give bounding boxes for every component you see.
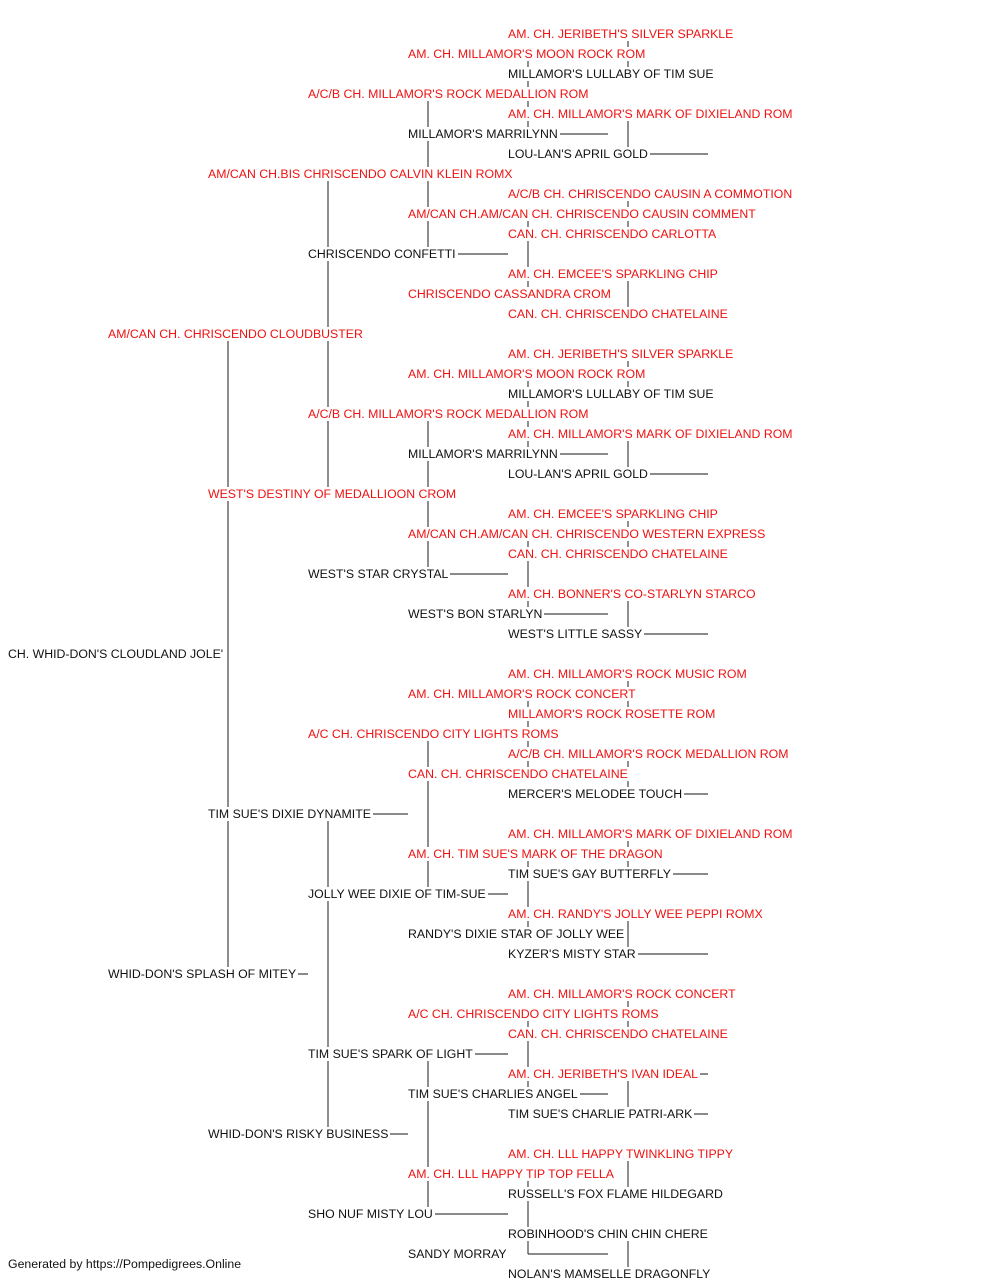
ancestor-name-gen5: A/C/B CH. MILLAMOR'S ROCK MEDALLION ROM (508, 747, 791, 761)
ancestor-name-gen5: LOU-LAN'S APRIL GOLD (508, 147, 650, 161)
ancestor-name-gen5: CAN. CH. CHRISCENDO CHATELAINE (508, 307, 730, 321)
ancestor-name-gen5: AM. CH. EMCEE'S SPARKLING CHIP (508, 267, 720, 281)
ancestor-name-gen1: WHID-DON'S SPLASH OF MITEY (108, 967, 299, 981)
ancestor-name-gen5: AM. CH. MILLAMOR'S MARK OF DIXIELAND ROM (508, 827, 795, 841)
ancestor-name-gen5: RUSSELL'S FOX FLAME HILDEGARD (508, 1187, 725, 1201)
ancestor-name-gen2: AM/CAN CH.BIS CHRISCENDO CALVIN KLEIN RO… (208, 167, 515, 181)
ancestor-name-gen5: MILLAMOR'S LULLABY OF TIM SUE (508, 387, 716, 401)
ancestor-name-gen4: AM/CAN CH.AM/CAN CH. CHRISCENDO CAUSIN C… (408, 207, 758, 221)
ancestor-name-gen5: CAN. CH. CHRISCENDO CHATELAINE (508, 547, 730, 561)
ancestor-name-gen5: AM. CH. MILLAMOR'S MARK OF DIXIELAND ROM (508, 107, 795, 121)
ancestor-name-gen4: AM. CH. LLL HAPPY TIP TOP FELLA (408, 1167, 616, 1181)
ancestor-name-gen2: WEST'S DESTINY OF MEDALLIOON CROM (208, 487, 459, 501)
ancestor-name-gen5: AM. CH. EMCEE'S SPARKLING CHIP (508, 507, 720, 521)
ancestor-name-gen5: AM. CH. BONNER'S CO-STARLYN STARCO (508, 587, 758, 601)
ancestor-name-gen3: A/C/B CH. MILLAMOR'S ROCK MEDALLION ROM (308, 407, 591, 421)
ancestor-name-gen4: CAN. CH. CHRISCENDO CHATELAINE (408, 767, 630, 781)
ancestor-name-gen4: AM. CH. MILLAMOR'S MOON ROCK ROM (408, 47, 648, 61)
ancestor-name-gen5: MERCER'S MELODEE TOUCH (508, 787, 685, 801)
ancestor-name-gen5: CAN. CH. CHRISCENDO CARLOTTA (508, 227, 719, 241)
ancestor-name-gen5: TIM SUE'S CHARLIE PATRI-ARK (508, 1107, 695, 1121)
ancestor-name-gen3: CHRISCENDO CONFETTI (308, 247, 458, 261)
ancestor-name-gen4: TIM SUE'S CHARLIES ANGEL (408, 1087, 580, 1101)
ancestor-name-gen5: AM. CH. MILLAMOR'S ROCK CONCERT (508, 987, 738, 1001)
ancestor-name-gen4: AM/CAN CH.AM/CAN CH. CHRISCENDO WESTERN … (408, 527, 768, 541)
ancestor-name-gen4: CHRISCENDO CASSANDRA CROM (408, 287, 613, 301)
ancestor-name-gen5: MILLAMOR'S LULLABY OF TIM SUE (508, 67, 716, 81)
ancestor-name-gen5: AM. CH. RANDY'S JOLLY WEE PEPPI ROMX (508, 907, 765, 921)
ancestor-name-gen4: SANDY MORRAY (408, 1247, 509, 1261)
ancestor-name-gen5: WEST'S LITTLE SASSY (508, 627, 645, 641)
subject-dog-name: CH. WHID-DON'S CLOUDLAND JOLE' (8, 647, 226, 661)
ancestor-name-gen3: JOLLY WEE DIXIE OF TIM-SUE (308, 887, 488, 901)
ancestor-name-gen5: CAN. CH. CHRISCENDO CHATELAINE (508, 1027, 730, 1041)
ancestor-name-gen4: A/C CH. CHRISCENDO CITY LIGHTS ROMS (408, 1007, 661, 1021)
ancestor-name-gen4: AM. CH. MILLAMOR'S ROCK CONCERT (408, 687, 638, 701)
ancestor-name-gen1: AM/CAN CH. CHRISCENDO CLOUDBUSTER (108, 327, 365, 341)
ancestor-name-gen2: TIM SUE'S DIXIE DYNAMITE (208, 807, 373, 821)
ancestor-name-gen4: MILLAMOR'S MARRILYNN (408, 447, 560, 461)
generated-by-footer: Generated by https://Pompedigrees.Online (8, 1257, 242, 1271)
ancestor-name-gen4: AM. CH. TIM SUE'S MARK OF THE DRAGON (408, 847, 665, 861)
ancestor-name-gen5: KYZER'S MISTY STAR (508, 947, 638, 961)
ancestor-name-gen4: WEST'S BON STARLYN (408, 607, 545, 621)
ancestor-name-gen5: ROBINHOOD'S CHIN CHIN CHERE (508, 1227, 710, 1241)
ancestor-name-gen4: MILLAMOR'S MARRILYNN (408, 127, 560, 141)
ancestor-name-gen5: AM. CH. JERIBETH'S SILVER SPARKLE (508, 27, 736, 41)
ancestor-name-gen3: A/C/B CH. MILLAMOR'S ROCK MEDALLION ROM (308, 87, 591, 101)
ancestor-name-gen3: TIM SUE'S SPARK OF LIGHT (308, 1047, 475, 1061)
ancestor-name-gen4: RANDY'S DIXIE STAR OF JOLLY WEE (408, 927, 627, 941)
ancestor-name-gen5: AM. CH. MILLAMOR'S ROCK MUSIC ROM (508, 667, 749, 681)
ancestor-name-gen5: AM. CH. JERIBETH'S IVAN IDEAL (508, 1067, 701, 1081)
ancestor-name-gen3: SHO NUF MISTY LOU (308, 1207, 435, 1221)
ancestor-name-gen3: WEST'S STAR CRYSTAL (308, 567, 451, 581)
ancestor-name-gen5: LOU-LAN'S APRIL GOLD (508, 467, 650, 481)
ancestor-name-gen4: AM. CH. MILLAMOR'S MOON ROCK ROM (408, 367, 648, 381)
ancestor-name-gen2: WHID-DON'S RISKY BUSINESS (208, 1127, 391, 1141)
ancestor-name-gen5: MILLAMOR'S ROCK ROSETTE ROM (508, 707, 718, 721)
ancestor-name-gen5: AM. CH. MILLAMOR'S MARK OF DIXIELAND ROM (508, 427, 795, 441)
ancestor-name-gen5: TIM SUE'S GAY BUTTERFLY (508, 867, 673, 881)
ancestor-name-gen5: A/C/B CH. CHRISCENDO CAUSIN A COMMOTION (508, 187, 795, 201)
ancestor-name-gen5: NOLAN'S MAMSELLE DRAGONFLY (508, 1267, 713, 1280)
ancestor-name-gen3: A/C CH. CHRISCENDO CITY LIGHTS ROMS (308, 727, 561, 741)
ancestor-name-gen5: AM. CH. LLL HAPPY TWINKLING TIPPY (508, 1147, 736, 1161)
ancestor-name-gen5: AM. CH. JERIBETH'S SILVER SPARKLE (508, 347, 736, 361)
